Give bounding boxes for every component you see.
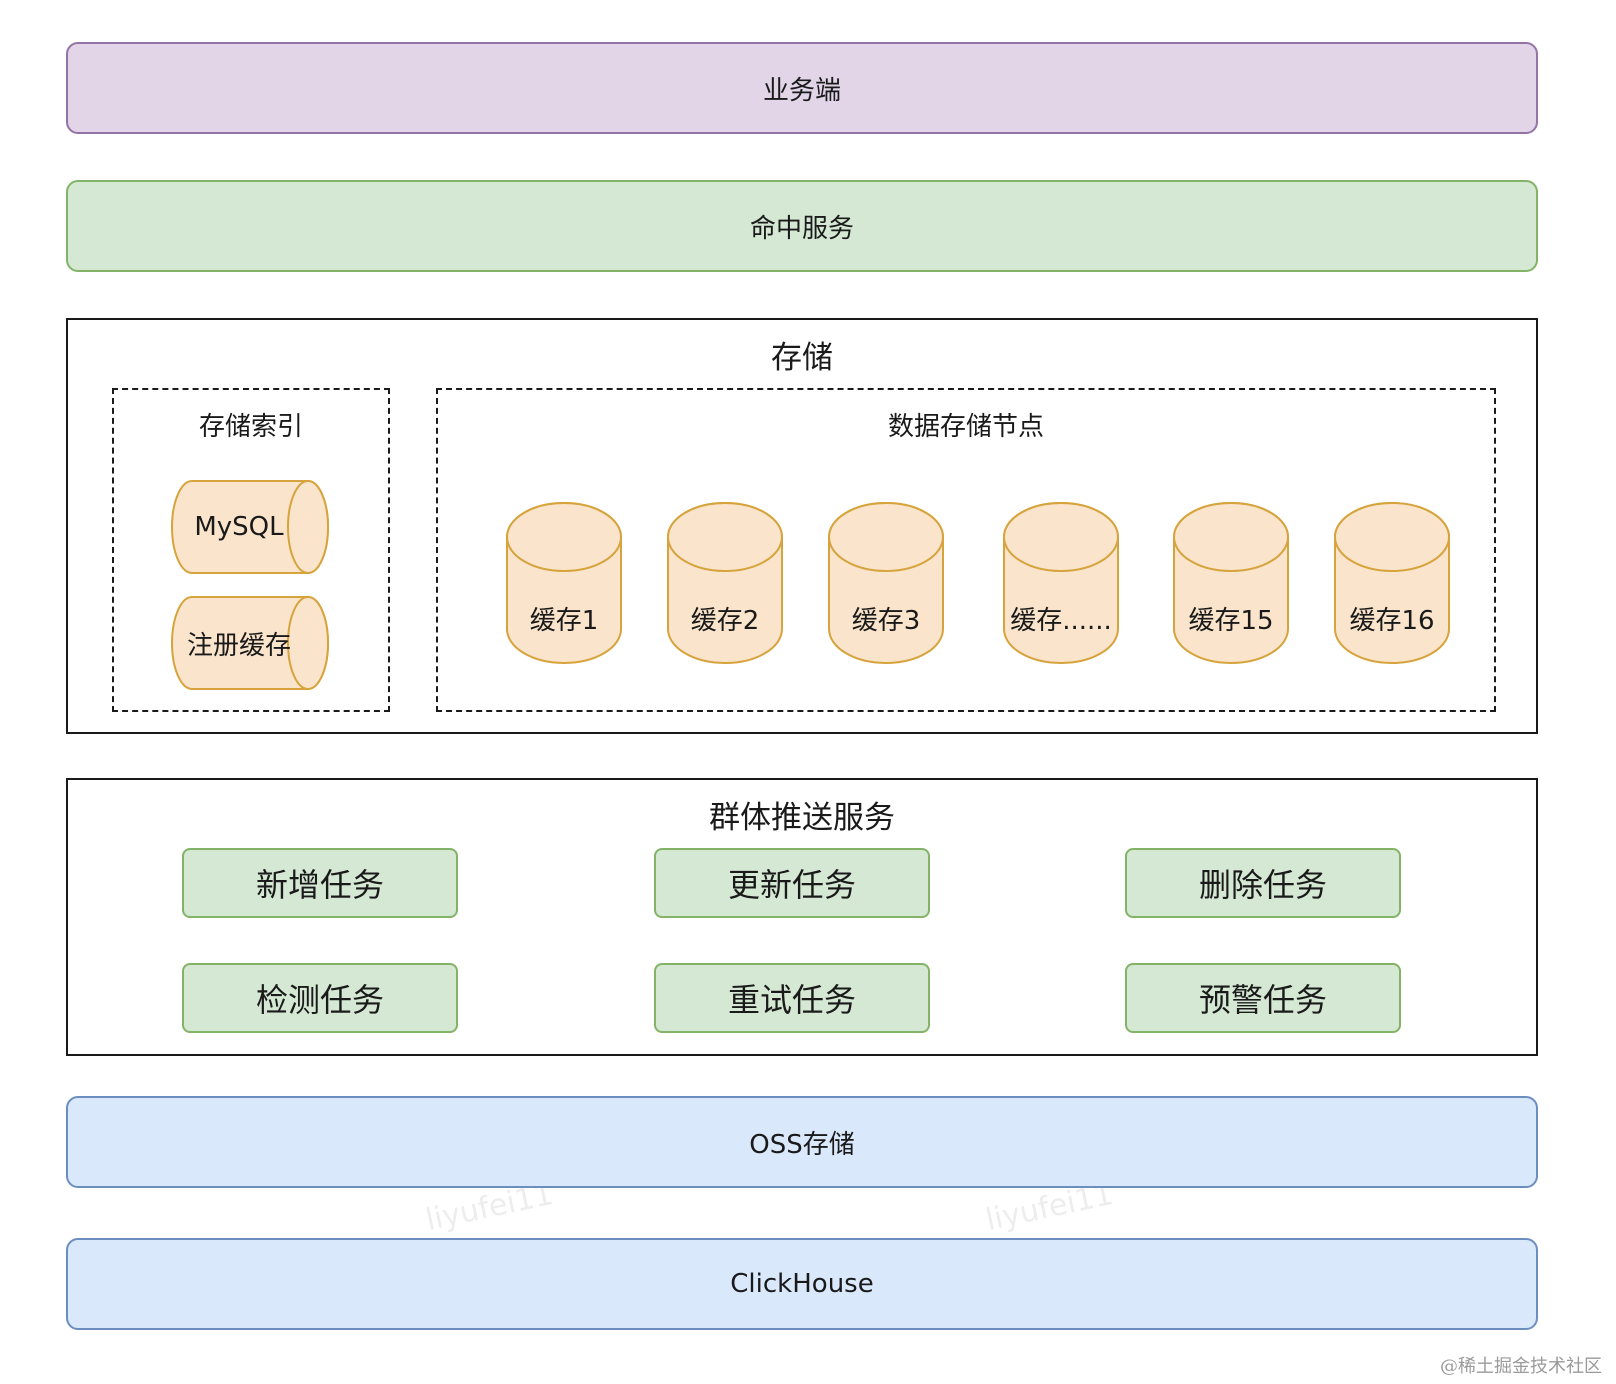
storage-index-title: 存储索引: [198, 412, 303, 442]
footer-watermark: @稀土掘金技术社区: [1440, 1356, 1602, 1377]
oss-storage-layer: OSS存储: [66, 1096, 1538, 1188]
cache-node-label: 缓存15: [1188, 605, 1274, 636]
cylinder-shape: [1003, 502, 1119, 664]
task-detect: 检测任务: [182, 963, 458, 1033]
task-alert: 预警任务: [1125, 963, 1401, 1033]
clickhouse-label: ClickHouse: [730, 1269, 874, 1299]
task-delete: 删除任务: [1125, 848, 1401, 918]
mysql-cylinder: MySQL: [170, 480, 330, 574]
oss-storage-label: OSS存储: [749, 1129, 855, 1160]
push-service-title: 群体推送服务: [709, 800, 895, 836]
cylinder-shape: [1334, 502, 1450, 664]
business-layer: 业务端: [66, 42, 1538, 134]
register-cache-cylinder: 注册缓存: [170, 596, 330, 690]
storage-panel: 存储 存储索引 MySQL 注册缓存 数据存储节点 缓存1: [66, 318, 1538, 734]
cylinder-shape: [828, 502, 944, 664]
task-update: 更新任务: [654, 848, 930, 918]
task-retry: 重试任务: [654, 963, 930, 1033]
cache-node-label: 缓存3: [851, 605, 921, 636]
cache-node-label: 缓存2: [690, 605, 760, 636]
hit-service-layer: 命中服务: [66, 180, 1538, 272]
task-add: 新增任务: [182, 848, 458, 918]
cache-node-3: 缓存3: [828, 502, 944, 664]
push-service-panel: 群体推送服务 新增任务 更新任务 删除任务 检测任务 重试任务 预警任务: [66, 778, 1538, 1056]
cylinder-shape: [506, 502, 622, 664]
cache-node-label: 缓存......: [1010, 605, 1112, 636]
cache-node-2: 缓存2: [667, 502, 783, 664]
cylinder-shape: [667, 502, 783, 664]
data-nodes-title: 数据存储节点: [887, 412, 1044, 442]
cache-node-ellipsis: 缓存......: [1003, 502, 1119, 664]
storage-index-group: 存储索引 MySQL 注册缓存: [112, 388, 390, 712]
cache-node-1: 缓存1: [506, 502, 622, 664]
cylinder-shape: [1173, 502, 1289, 664]
cylinder-shape: [171, 596, 329, 690]
hit-service-label: 命中服务: [749, 213, 854, 244]
business-layer-label: 业务端: [762, 75, 841, 106]
cache-node-15: 缓存15: [1173, 502, 1289, 664]
register-cache-label: 注册缓存: [186, 630, 291, 661]
cache-node-16: 缓存16: [1334, 502, 1450, 664]
data-nodes-group: 数据存储节点 缓存1 缓存2 缓存3: [436, 388, 1496, 712]
cylinder-shape: [171, 480, 329, 574]
clickhouse-layer: ClickHouse: [66, 1238, 1538, 1330]
mysql-label: MySQL: [194, 512, 284, 542]
cache-node-label: 缓存1: [529, 605, 599, 636]
cache-node-label: 缓存16: [1349, 605, 1435, 636]
storage-title: 存储: [771, 340, 833, 376]
